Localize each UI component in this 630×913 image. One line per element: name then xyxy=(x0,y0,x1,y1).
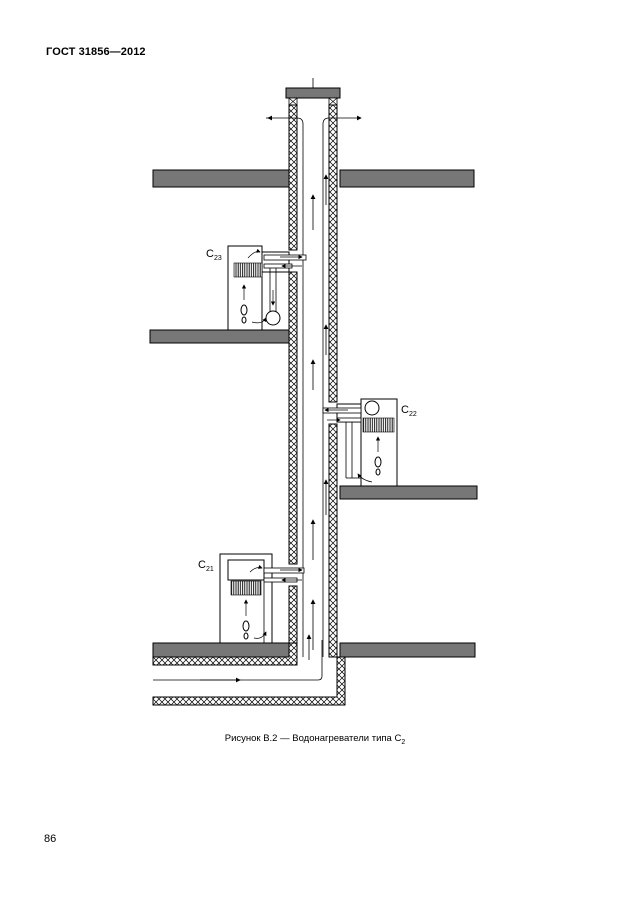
third-slab-right xyxy=(339,485,478,500)
top-slab-left xyxy=(152,169,291,188)
heater-c23 xyxy=(227,245,307,331)
heater-c21 xyxy=(219,553,305,644)
label-c22: C22 xyxy=(401,404,417,418)
page-number: 86 xyxy=(44,833,57,845)
document-header: ГОСТ 31856—2012 xyxy=(46,46,146,58)
top-slab-right xyxy=(339,169,475,188)
shaft xyxy=(288,104,338,658)
ground-slab-right xyxy=(339,642,476,658)
heater-c22 xyxy=(322,398,398,487)
second-slab-left xyxy=(149,329,291,344)
label-c23: C23 xyxy=(206,248,222,262)
figure-caption: Рисунок B.2 — Водонагреватели типа C2 xyxy=(224,733,406,746)
shaft-flow-arrows xyxy=(200,174,329,683)
label-c21: C21 xyxy=(198,559,214,573)
flue-cap xyxy=(285,78,341,106)
outlet-arrows xyxy=(266,115,362,135)
ground-slab-left xyxy=(152,642,291,658)
floor-slabs xyxy=(149,169,478,658)
